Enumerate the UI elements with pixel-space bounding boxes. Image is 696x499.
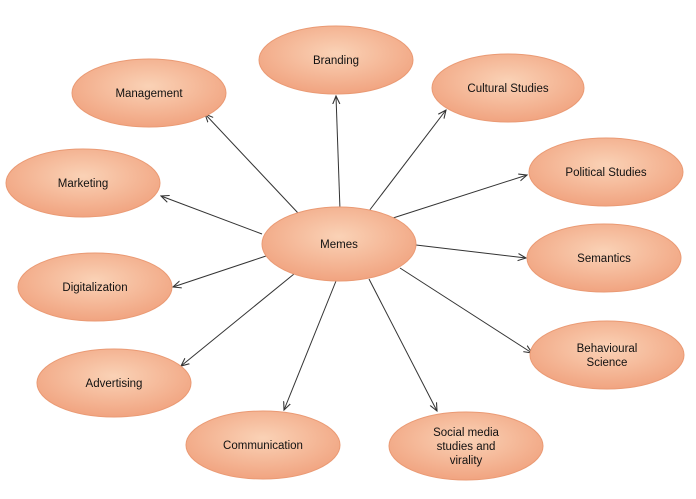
- arrow-to-advertising: [181, 273, 295, 366]
- node-management-oval: [71, 58, 227, 128]
- node-political-studies: Political Studies: [528, 137, 684, 207]
- node-advertising-label: Advertising: [86, 378, 143, 390]
- node-management-label: Management: [115, 88, 183, 100]
- node-semantics: Semantics: [526, 223, 682, 293]
- node-behavioural-science-label: Behavioural: [577, 343, 638, 355]
- node-semantics-oval: [526, 223, 682, 293]
- node-cultural-studies-oval: [431, 53, 585, 123]
- arrow-to-behavioural-science: [399, 267, 532, 353]
- arrow-to-communication: [284, 280, 337, 410]
- node-center-memes-oval: [261, 206, 417, 282]
- node-branding: Branding: [258, 25, 414, 95]
- node-behavioural-science-label: Science: [587, 357, 628, 369]
- node-digitalization: Digitalization: [17, 252, 173, 322]
- arrow-to-semantics: [415, 244, 526, 258]
- arrow-to-digitalization: [173, 255, 267, 287]
- node-social-media-label: virality: [450, 455, 483, 467]
- node-cultural-studies: Cultural Studies: [431, 53, 585, 123]
- arrow-to-marketing: [161, 196, 263, 235]
- node-center-memes-label: Memes: [320, 239, 358, 251]
- node-branding-oval: [258, 25, 414, 95]
- node-digitalization-label: Digitalization: [62, 282, 127, 294]
- node-marketing: Marketing: [5, 148, 161, 218]
- arrow-to-management: [205, 114, 299, 214]
- node-communication: Communication: [185, 410, 341, 480]
- node-behavioural-science-oval: [529, 320, 685, 390]
- node-management: Management: [71, 58, 227, 128]
- node-advertising-oval: [36, 348, 192, 418]
- node-digitalization-oval: [17, 252, 173, 322]
- node-communication-label: Communication: [223, 440, 303, 452]
- arrow-to-branding: [336, 96, 341, 211]
- node-branding-label: Branding: [313, 55, 359, 67]
- node-political-studies-oval: [528, 137, 684, 207]
- node-center-memes: Memes: [261, 206, 417, 282]
- arrow-to-social-media: [368, 278, 437, 411]
- node-communication-oval: [185, 410, 341, 480]
- node-marketing-label: Marketing: [58, 178, 109, 190]
- node-advertising: Advertising: [36, 348, 192, 418]
- node-semantics-label: Semantics: [577, 253, 631, 265]
- connector-arrows: [161, 96, 532, 411]
- node-cultural-studies-label: Cultural Studies: [467, 83, 548, 95]
- node-social-media-label: Social media: [433, 427, 499, 439]
- node-marketing-oval: [5, 148, 161, 218]
- arrow-to-cultural-studies: [368, 110, 446, 212]
- node-social-media-oval: [388, 411, 544, 481]
- node-social-media: Social media studies and virality: [388, 411, 544, 481]
- arrow-to-political-studies: [392, 175, 527, 219]
- node-political-studies-label: Political Studies: [565, 167, 646, 179]
- node-social-media-label: studies and: [437, 441, 496, 453]
